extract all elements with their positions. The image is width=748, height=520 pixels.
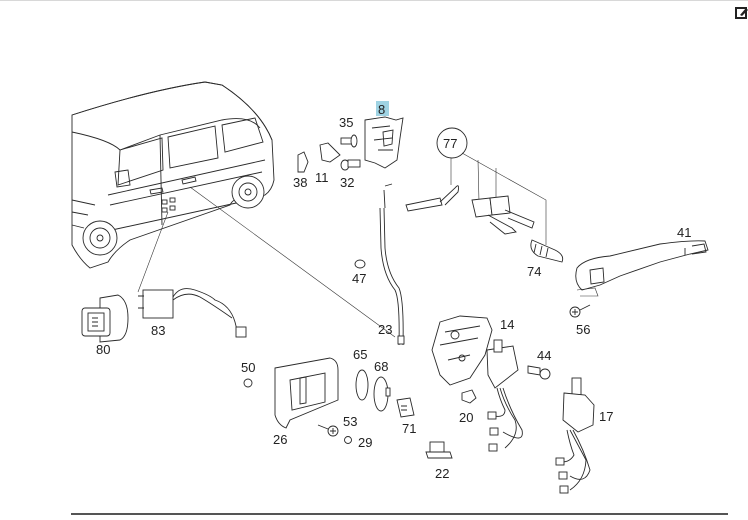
part-56 [569,304,591,318]
label-77[interactable]: 77 [443,136,457,151]
part-74 [530,239,564,263]
label-50[interactable]: 50 [241,360,255,375]
part-53 [317,424,339,437]
part-65 [355,369,369,401]
label-41[interactable]: 41 [677,225,691,240]
label-47[interactable]: 47 [352,271,366,286]
label-11[interactable]: 11 [315,170,329,185]
part-23 [379,183,405,346]
part-35 [340,134,358,148]
label-68[interactable]: 68 [374,359,388,374]
part-22 [425,441,453,459]
part-29 [344,436,352,444]
label-83[interactable]: 83 [151,323,165,338]
part-11 [319,142,341,163]
label-56[interactable]: 56 [576,322,590,337]
part-17 [555,377,595,494]
part-83 [138,288,247,338]
part-38 [297,151,309,173]
edit-button[interactable] [735,6,748,20]
label-14[interactable]: 14 [500,317,514,332]
label-53[interactable]: 53 [343,414,357,429]
label-8[interactable]: 8 [378,102,385,117]
label-32[interactable]: 32 [340,175,354,190]
label-74[interactable]: 74 [527,264,541,279]
part-44 [527,365,551,380]
part-41 [575,240,709,297]
highlight-box [376,101,389,116]
label-38[interactable]: 38 [293,175,307,190]
label-71[interactable]: 71 [402,421,416,436]
van-illustration [71,81,275,269]
bottom-divider [71,513,728,515]
label-26[interactable]: 26 [273,432,287,447]
part-71 [396,397,415,418]
part-68 [373,376,391,412]
label-17[interactable]: 17 [599,409,613,424]
edit-square-icon [735,7,748,19]
part-8 [364,116,404,169]
leader-line [137,211,169,293]
part-47 [354,259,366,269]
label-22[interactable]: 22 [435,466,449,481]
label-23[interactable]: 23 [378,322,392,337]
label-80[interactable]: 80 [96,342,110,357]
part-77 [405,127,547,245]
part-50 [243,378,253,388]
leader-line [189,186,396,338]
part-26 [274,357,339,429]
label-65[interactable]: 65 [353,347,367,362]
part-14 [431,315,523,452]
part-20 [461,389,477,404]
label-20[interactable]: 20 [459,410,473,425]
part-32 [340,159,361,171]
label-44[interactable]: 44 [537,348,551,363]
top-border [0,0,748,1]
label-35[interactable]: 35 [339,115,353,130]
part-80 [81,294,129,343]
label-29[interactable]: 29 [358,435,372,450]
